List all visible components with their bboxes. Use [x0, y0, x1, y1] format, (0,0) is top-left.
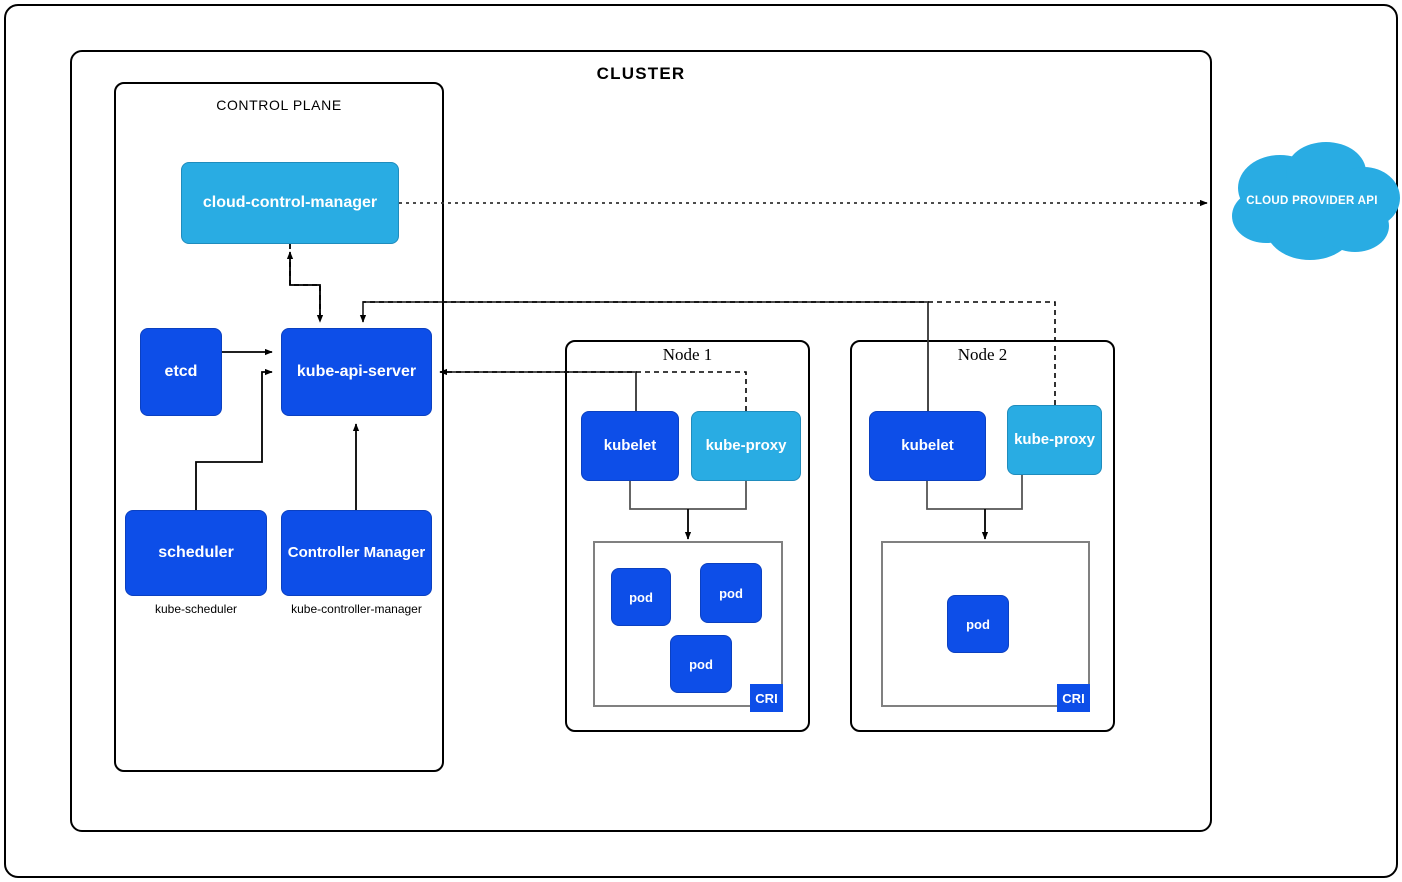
scheduler-caption: kube-scheduler — [154, 602, 238, 616]
node-2-cri-badge: CRI — [1057, 684, 1090, 712]
node-1-kubelet-box[interactable]: kubelet — [581, 411, 679, 481]
outer-frame — [4, 4, 1398, 878]
node-1-pod[interactable]: pod — [700, 563, 762, 623]
node-1-pod[interactable]: pod — [670, 635, 732, 693]
control-plane-boundary — [114, 82, 444, 772]
node-2-container-runtime-boundary — [881, 541, 1090, 707]
node-1-container-runtime-boundary — [593, 541, 783, 707]
cluster-boundary — [70, 50, 1212, 832]
node-1-pod[interactable]: pod — [611, 568, 671, 626]
cluster-title: CLUSTER — [596, 64, 686, 83]
kube-api-server-box[interactable]: kube-api-server — [281, 328, 432, 416]
node-1-cri-badge: CRI — [750, 684, 783, 712]
node-1-title: Node 1 — [662, 345, 713, 364]
node-2-kubelet-box[interactable]: kubelet — [869, 411, 986, 481]
cloud-provider-api-label: CLOUD PROVIDER API — [1246, 195, 1378, 207]
cloud-icon — [1232, 142, 1400, 260]
cloud-control-manager-box[interactable]: cloud-control-manager — [181, 162, 399, 244]
scheduler-box[interactable]: scheduler — [125, 510, 267, 596]
node-2-pod[interactable]: pod — [947, 595, 1009, 653]
controller-manager-caption: kube-controller-manager — [291, 602, 422, 616]
node-2-kube-proxy-box[interactable]: kube-proxy — [1007, 405, 1102, 475]
controller-manager-box[interactable]: Controller Manager — [281, 510, 432, 596]
node-2-title: Node 2 — [957, 345, 1008, 364]
etcd-box[interactable]: etcd — [140, 328, 222, 416]
node-1-kube-proxy-box[interactable]: kube-proxy — [691, 411, 801, 481]
control-plane-title: CONTROL PLANE — [216, 97, 342, 113]
cloud-provider-api-shape[interactable] — [1222, 136, 1402, 270]
